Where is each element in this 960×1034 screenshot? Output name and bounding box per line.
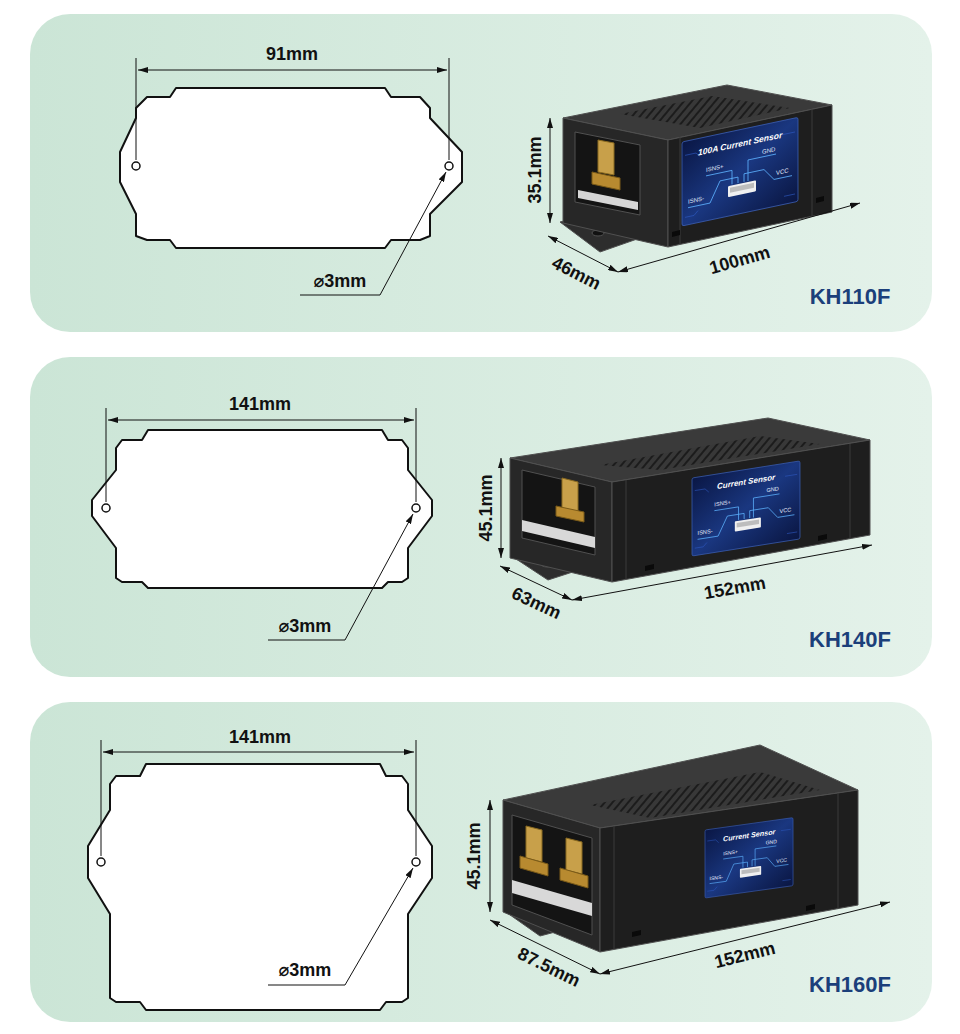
dimension-label: 87.5mm (514, 944, 583, 991)
mounting-outlines (88, 88, 462, 1010)
dimension-label: 46mm (548, 253, 603, 294)
panel-ground (30, 357, 932, 677)
pin-label: ISNS- (688, 195, 704, 204)
dimension-label: ⌀3mm (279, 617, 332, 637)
mounting-outline (120, 88, 462, 248)
panel-ground (30, 702, 932, 1022)
pin-label: GND (766, 839, 777, 846)
dimension-label: 45.1mm (464, 822, 484, 889)
dimension-label: 35.1mm (525, 136, 545, 203)
mounting-hole (132, 162, 140, 170)
sensor-housing (503, 745, 858, 952)
mounting-hole (445, 162, 453, 170)
pin-label: ISNS+ (706, 163, 724, 173)
dimension-lines (101, 58, 890, 985)
pin-label: VCC (776, 857, 787, 863)
dimension-label: 141mm (229, 395, 291, 415)
dimension-label: 141mm (229, 728, 291, 748)
mounting-holes (97, 162, 453, 866)
model-name: KH110F (810, 284, 891, 309)
mounting-outline (92, 430, 432, 588)
mounting-hole (412, 504, 420, 512)
pin-label: VCC (780, 507, 792, 514)
sensor-label-card: Current SensorISNS+GNDISNS-VCC (705, 818, 793, 898)
pin-label: ISNS+ (723, 850, 738, 857)
pin-label: GND (766, 487, 778, 495)
product-panel: KH110F100A Current SensorISNS+GNDISNS-VC… (30, 14, 932, 332)
sensor-label-card: Current SensorISNS+GNDISNS-VCC (692, 461, 800, 556)
label-card-art (682, 117, 798, 226)
mounting-hole (412, 858, 420, 866)
panel-grounds (30, 14, 932, 1022)
dimension-label: 152mm (713, 939, 778, 973)
mounting-hole (97, 858, 105, 866)
sensor-housing (560, 85, 832, 252)
sensor-housing (510, 418, 870, 582)
panel-ground (30, 14, 932, 332)
dimension-label: 63mm (508, 584, 564, 624)
model-name: KH140F (809, 627, 891, 652)
mounting-outline (88, 764, 432, 1010)
pin-label: VCC (776, 167, 789, 176)
pin-label: GND (762, 146, 775, 155)
label-card-art (692, 461, 800, 556)
dimension-label: 45.1mm (476, 474, 496, 541)
dimension-label: ⌀3mm (279, 961, 332, 981)
dimension-label: 91mm (266, 45, 318, 65)
dimension-label: ⌀3mm (314, 272, 367, 292)
dimension-label: 152mm (703, 574, 768, 604)
model-name: KH160F (809, 972, 891, 997)
sensor-label-card: 100A Current SensorISNS+GNDISNS-VCC (682, 117, 798, 226)
pin-label: ISNS- (710, 874, 723, 881)
label-card-art (705, 818, 793, 898)
pin-label: ISNS- (698, 529, 713, 537)
mounting-hole (102, 504, 110, 512)
dimension-label: 100mm (707, 243, 772, 279)
pin-label: ISNS+ (714, 500, 730, 508)
